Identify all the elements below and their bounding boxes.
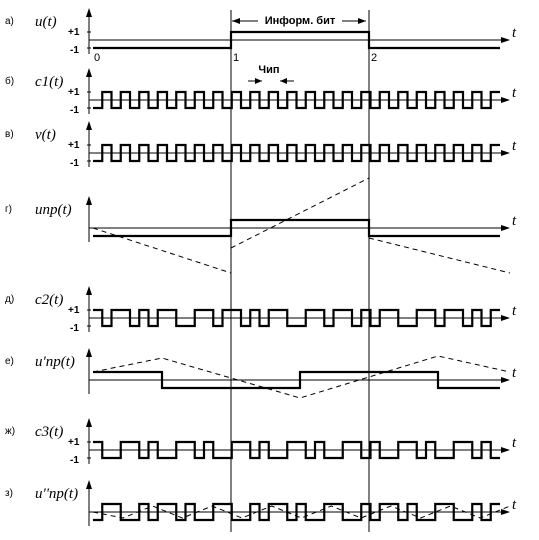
panel-letter: е) [5,356,14,367]
panel-7-dashed-curve [92,505,511,519]
signal-name: c3(t) [35,424,63,440]
panel-5-waveform [93,370,500,390]
panel-letter: б) [5,75,14,87]
info-bit-label: Информ. бит [265,15,336,27]
time-tick-0: 0 [94,52,100,64]
signal-name: c2(t) [35,292,63,308]
panel-0-waveform [93,30,500,50]
panels: t а) u(t) +1 -1 t б) c1(t) +1 -1 t в) v(t) +1 -1 t г) uпр… [5,8,517,526]
time-axis-label: t [512,497,517,513]
time-axis-label: t [512,85,517,101]
panel-3-dashed-curve [92,177,511,274]
level-plus-one: +1 [68,305,80,316]
panel-5-dashed-curve [92,355,511,399]
panel-2-waveform [93,143,500,163]
y-axis-arrow [86,286,92,295]
panel-letter: д) [5,294,14,305]
level-minus-one: -1 [70,158,79,169]
panel-letter: а) [5,16,14,27]
signal-name: c1(t) [35,74,63,90]
time-tick-1: 1 [233,52,239,64]
signal-name: u''пр(t) [35,486,78,502]
panel-6-waveform [93,440,500,460]
info-bit-annotation: Информ. бит [232,14,366,27]
y-axis-arrow [86,8,92,17]
level-minus-one: -1 [70,105,79,116]
time-axis-label: t [512,213,517,229]
signal-name: u'пр(t) [35,354,75,370]
y-axis-arrow [86,348,92,357]
panel-7-waveform [93,502,500,522]
panel-5: t е) u'пр(t) [5,348,517,399]
y-axis-arrow [86,480,92,489]
panel-0: t а) u(t) +1 -1 [5,8,517,56]
signal-name: v(t) [35,127,56,143]
level-minus-one: -1 [70,45,79,56]
chip-arrow-left [280,78,287,84]
level-minus-one: -1 [70,323,79,334]
info-bit-arrowhead-right [358,18,366,24]
panel-letter: з) [5,488,13,499]
panel-3-waveform [93,218,500,238]
level-plus-one: +1 [68,140,80,151]
panel-1-waveform [93,90,500,110]
y-axis-arrow [86,68,92,77]
time-axis-label: t [512,138,517,154]
signal-name: uпр(t) [35,202,72,218]
y-axis-arrow [86,418,92,427]
level-plus-one: +1 [68,27,80,38]
signal-name: u(t) [35,14,57,30]
time-axis-label: t [512,303,517,319]
time-axis-label: t [512,25,517,41]
panel-letter: ж) [5,426,15,437]
time-tick-2: 2 [371,52,377,64]
level-minus-one: -1 [70,455,79,466]
panel-4: t д) c2(t) +1 -1 [5,286,517,334]
time-axis-label: t [512,365,517,381]
info-bit-arrowhead-left [232,18,240,24]
chip-annotation: Чип [248,64,294,84]
level-plus-one: +1 [68,437,80,448]
panel-4-waveform [93,308,500,328]
chip-arrow-right [255,78,262,84]
panel-letter: в) [5,129,14,140]
time-axis-label: t [512,435,517,451]
level-plus-one: +1 [68,87,80,98]
y-axis-arrow [86,121,92,130]
y-axis-arrow [86,196,92,205]
panel-3: t г) uпр(t) [5,177,517,274]
panel-letter: г) [5,204,12,215]
chip-label: Чип [258,64,279,76]
